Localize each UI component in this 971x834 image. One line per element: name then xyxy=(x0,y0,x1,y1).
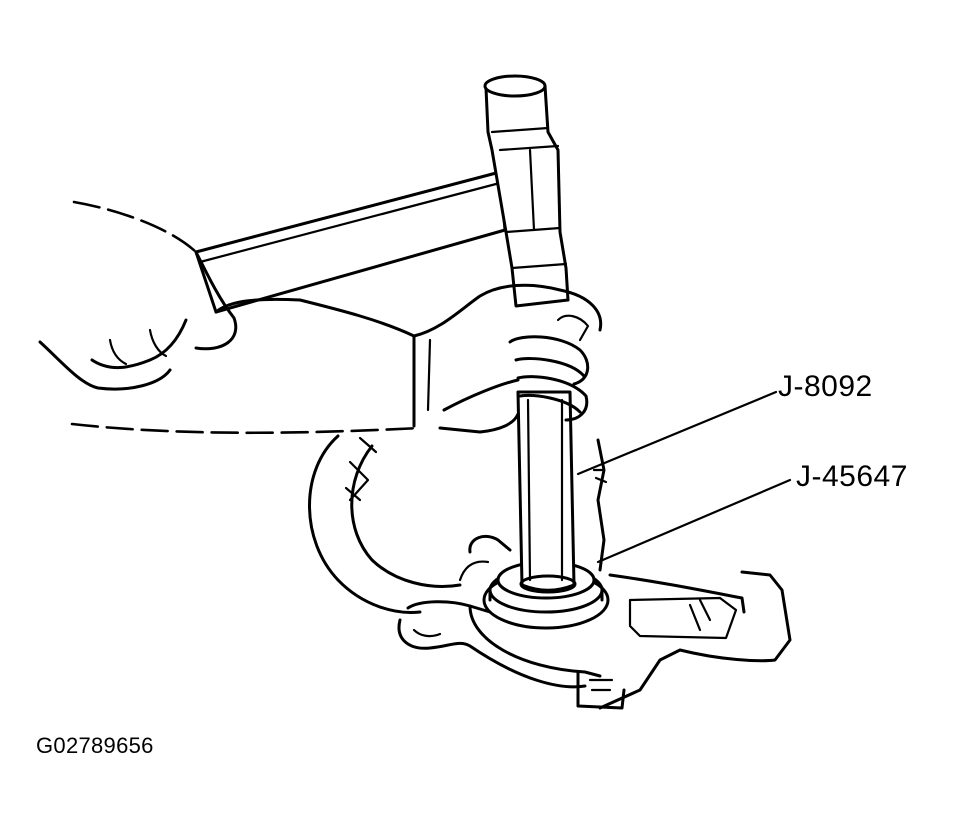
left-hand xyxy=(38,200,302,391)
installer-shaft xyxy=(516,390,577,594)
right-hand xyxy=(70,283,603,435)
callout-j-45647: J-45647 xyxy=(796,460,908,493)
hammer xyxy=(194,74,570,314)
leader-line-j-8092 xyxy=(576,390,778,476)
housing-casting xyxy=(308,434,792,710)
callout-j-8092: J-8092 xyxy=(778,370,873,403)
figure-id: G02789656 xyxy=(36,733,154,758)
leader-line-j-45647 xyxy=(596,478,792,564)
